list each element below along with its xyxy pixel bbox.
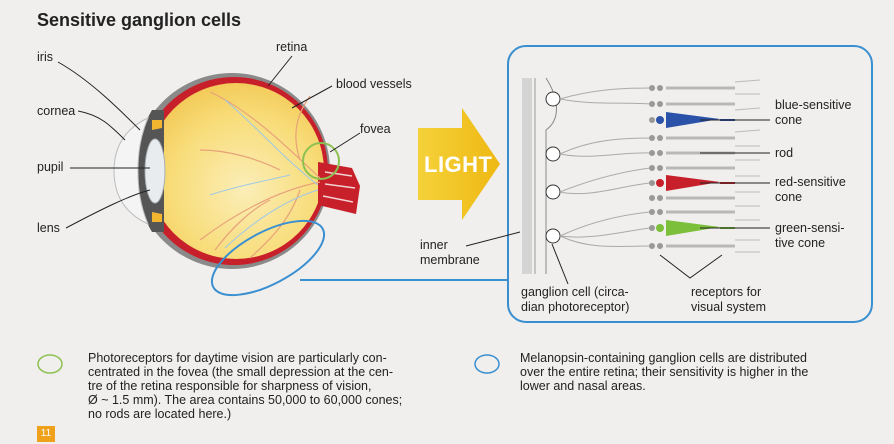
label-blue-cone-1: blue-sensitive: [775, 98, 852, 112]
label-green-cone-1: green-sensi-: [775, 221, 845, 235]
label-iris: iris: [37, 50, 53, 64]
label-ganglion-1: ganglion cell (circa-: [521, 285, 629, 299]
label-ganglion-2: dian photoreceptor): [521, 300, 630, 314]
label-cornea: cornea: [37, 104, 76, 118]
label-receptors-1: receptors for: [691, 285, 762, 299]
fovea-marker: [302, 142, 340, 180]
retina-zoom-marker: [210, 219, 326, 297]
light-label: LIGHT: [424, 152, 493, 177]
ganglion-cells: [545, 91, 561, 244]
green-legend-marker: [37, 354, 63, 374]
leader-lines: [57, 55, 361, 229]
label-blood-vessels: blood vessels: [336, 77, 412, 91]
label-blue-cone-2: cone: [775, 113, 803, 127]
eyeball: [113, 73, 360, 269]
receptor-rows: [649, 79, 761, 253]
blue-legend-marker: [474, 354, 500, 374]
label-receptors-2: visual system: [691, 300, 767, 314]
label-red-cone-2: cone: [775, 190, 803, 204]
page-title: Sensitive ganglion cells: [37, 10, 242, 30]
label-inner-membrane-1: inner: [420, 238, 448, 252]
light-arrow: [418, 108, 500, 220]
label-fovea: fovea: [360, 122, 391, 136]
label-lens: lens: [37, 221, 60, 235]
label-pupil: pupil: [37, 160, 64, 174]
page-number: 11: [37, 426, 55, 442]
inner-membrane: [522, 77, 557, 274]
label-retina: retina: [276, 40, 308, 54]
label-inner-membrane-2: membrane: [420, 253, 480, 267]
green-legend-text: Photoreceptors for daytime vision are pa…: [88, 351, 403, 421]
label-red-cone-1: red-sensitive: [775, 175, 846, 189]
label-rod: rod: [775, 146, 794, 160]
label-green-cone-2: tive cone: [775, 236, 826, 250]
blood-vessels: [199, 91, 321, 259]
blue-legend-text: Melanopsin-containing ganglion cells are…: [520, 351, 809, 393]
retina-zoom-box: [507, 45, 873, 323]
